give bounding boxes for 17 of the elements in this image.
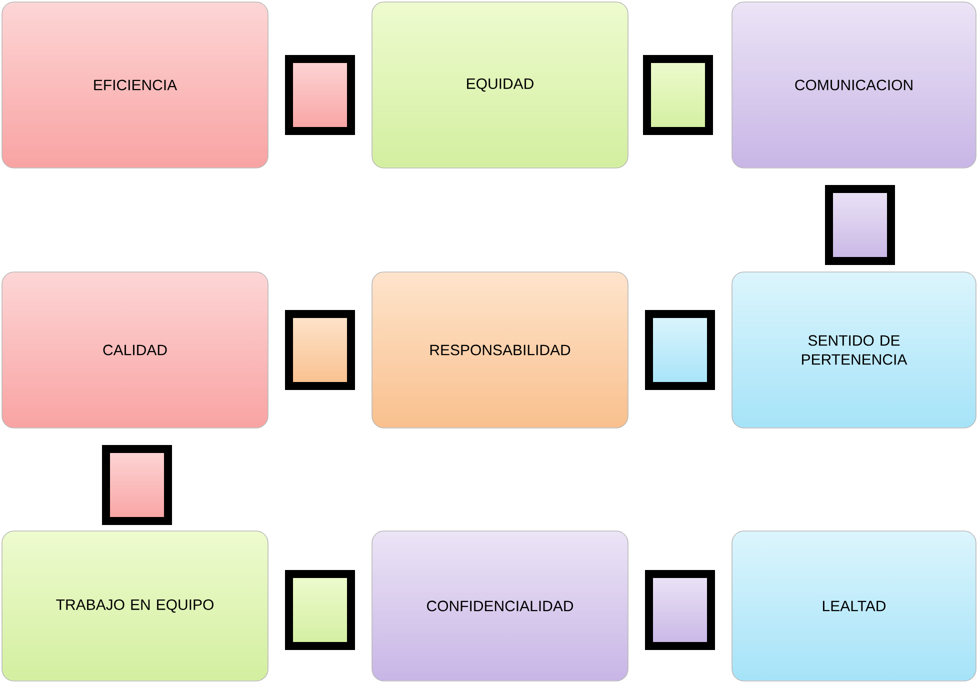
process-box: LEALTAD [732, 530, 976, 682]
process-box: COMUNICACION [732, 2, 976, 168]
process-box: SENTIDO DE PERTENENCIA [732, 272, 976, 428]
process-box: CALIDAD [2, 272, 268, 428]
connector-box [643, 55, 713, 135]
connector-box [645, 310, 715, 390]
process-box: CONFIDENCIALIDAD [372, 530, 628, 682]
connector-box [285, 310, 355, 390]
connector-box [285, 570, 355, 650]
connector-box [825, 185, 895, 265]
connector-box [102, 445, 172, 525]
connector-box [645, 570, 715, 650]
connector-box [285, 55, 355, 135]
process-box: EQUIDAD [372, 2, 628, 168]
process-box: EFICIENCIA [2, 2, 268, 168]
process-box: TRABAJO EN EQUIPO [2, 530, 268, 682]
process-box: RESPONSABILIDAD [372, 272, 628, 428]
